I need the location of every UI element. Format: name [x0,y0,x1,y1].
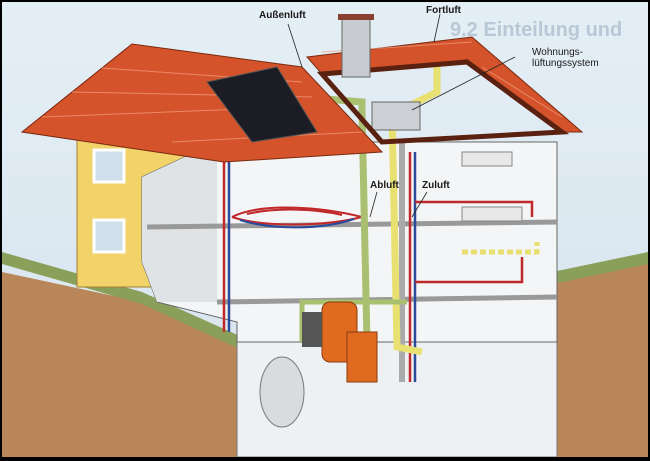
label-outside-air: Außenluft [259,10,306,21]
label-supply-air: Zuluft [422,180,450,191]
label-ventilation-system: Wohnungs- lüftungssystem [532,47,599,69]
interior-side-wall [142,142,217,302]
label-ventilation-system-line2: lüftungssystem [532,58,599,69]
background-heading: 9.2 Einteilung und [450,19,623,41]
label-extract-air: Abluft [370,180,399,191]
heat-pump [346,331,378,383]
label-exhaust-air-out: Fortluft [426,5,461,16]
solar-panel [206,66,318,143]
chimney [341,16,371,78]
label-ventilation-system-line1: Wohnungs- [532,47,583,58]
supply-duct-branch [462,242,540,255]
window [92,218,126,254]
leader-lines [287,13,516,218]
window [92,148,126,184]
radiator [461,206,523,222]
floor-slab [146,219,558,230]
ventilation-unit [371,101,421,131]
burner [302,312,322,347]
radiator [461,151,513,167]
roof-cut-edge [316,59,570,145]
heating-pipes [222,152,534,382]
chimney-cap [338,14,374,20]
floor-heating-return [239,218,355,229]
storage-tank [259,356,305,428]
